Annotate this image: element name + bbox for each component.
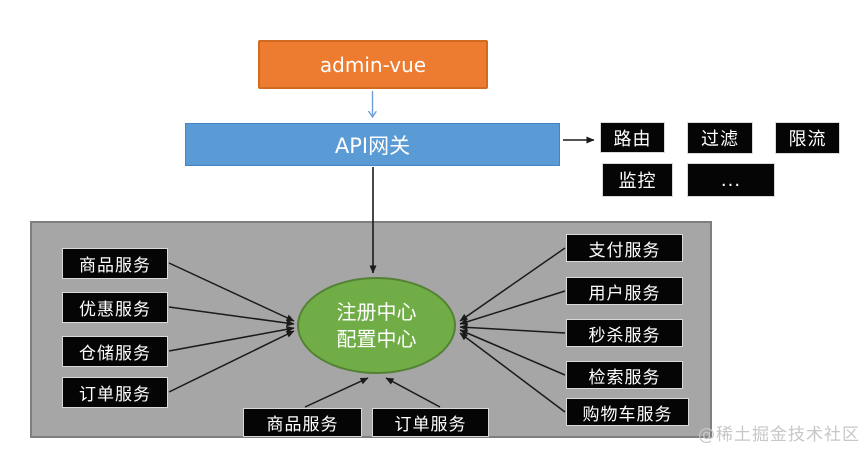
registry-line2: 配置中心 [336, 326, 417, 351]
service-box-product-left: 商品服务 [62, 248, 168, 279]
service-label: 购物车服务 [582, 404, 673, 425]
feature-label-rate-limit: 限流 [788, 129, 827, 150]
registry-line1: 注册中心 [336, 299, 417, 324]
service-label: 仓储服务 [79, 344, 151, 364]
feature-box-routing: 路由 [600, 122, 665, 153]
admin-vue-label: admin-vue [319, 52, 427, 77]
feature-box-rate-limit: 限流 [775, 122, 840, 154]
api-gateway-label: API网关 [334, 133, 411, 158]
service-label: 用户服务 [588, 283, 661, 304]
service-box-order-left: 订单服务 [62, 377, 168, 408]
service-label: 检索服务 [588, 367, 661, 388]
service-box-cart: 购物车服务 [566, 398, 689, 426]
admin-vue-box: admin-vue [258, 40, 488, 89]
feature-box-more: ... [687, 163, 775, 197]
service-label: 订单服务 [394, 415, 467, 435]
feature-label-routing: 路由 [613, 128, 652, 150]
service-box-search: 检索服务 [566, 361, 683, 389]
watermark: @稀土掘金技术社区 [698, 425, 860, 445]
service-box-user: 用户服务 [566, 277, 683, 305]
service-label: 秒杀服务 [588, 325, 661, 346]
service-box-seckill: 秒杀服务 [566, 319, 683, 347]
service-box-product-bottom: 商品服务 [243, 408, 362, 437]
service-box-payment: 支付服务 [566, 234, 683, 262]
feature-box-monitoring: 监控 [602, 163, 673, 197]
feature-label-monitoring: 监控 [618, 171, 657, 192]
feature-label-more: ... [720, 169, 742, 191]
api-gateway-box: API网关 [185, 123, 560, 166]
service-label: 商品服务 [266, 415, 339, 435]
service-label: 商品服务 [79, 256, 151, 276]
service-box-warehouse: 仓储服务 [62, 336, 168, 367]
service-box-discount: 优惠服务 [62, 292, 168, 323]
service-box-order-bottom: 订单服务 [372, 408, 489, 437]
service-label: 优惠服务 [79, 300, 151, 320]
feature-box-filtering: 过滤 [687, 122, 753, 154]
feature-label-filtering: 过滤 [701, 129, 739, 150]
service-label: 支付服务 [588, 240, 661, 261]
service-label: 订单服务 [79, 385, 151, 405]
registry-center-ellipse: 注册中心 配置中心 [297, 277, 456, 374]
